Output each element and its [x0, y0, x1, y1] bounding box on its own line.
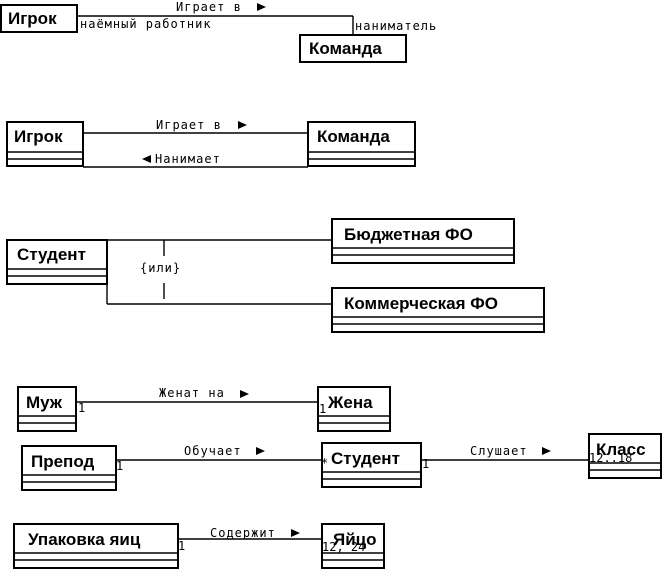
diagram-1: Игрок Команда Играет в наёмный работник …: [0, 0, 437, 63]
direction-right-icon: [238, 121, 247, 129]
multiplicity-husband: 1: [78, 401, 85, 415]
class-player[interactable]: [0, 4, 78, 33]
class-team-name: Команда: [309, 39, 382, 58]
association-label-hires: Нанимает: [155, 152, 221, 166]
class-player-name: Игрок: [8, 9, 57, 28]
class-team[interactable]: [299, 34, 407, 63]
multiplicity-student-right: 1: [422, 457, 429, 471]
diagram-5: Препод Студент Класс Обучает Слушает 1 *…: [21, 433, 662, 491]
association-label-teaches: Обучает: [184, 444, 242, 458]
class-wife-name: Жена: [327, 393, 373, 412]
direction-right-icon: [257, 3, 266, 11]
direction-right-icon: [240, 390, 249, 398]
multiplicity-student-left: *: [321, 456, 328, 470]
multiplicity-class: 12..18: [589, 451, 632, 465]
class-student-name: Студент: [331, 449, 400, 468]
diagram-4: Муж Жена Женат на 1 1: [17, 386, 391, 432]
class-husband-name: Муж: [26, 393, 63, 412]
multiplicity-wife: 1: [319, 402, 326, 416]
multiplicity-pack: 1: [178, 539, 185, 553]
class-team-name: Команда: [317, 127, 390, 146]
diagram-6: Упаковка яиц Яйцо Содержит 1 12, 24: [13, 523, 385, 569]
role-label-employer: наниматель: [355, 19, 437, 33]
role-label-employee: наёмный работник: [80, 17, 212, 31]
class-student-name: Студент: [17, 245, 86, 264]
direction-right-icon: [256, 447, 265, 455]
constraint-label: {или}: [140, 261, 181, 275]
direction-right-icon: [291, 529, 300, 537]
association-label: Женат на: [159, 386, 225, 400]
diagram-2: Игрок Команда Играет в Нанимает: [6, 118, 416, 168]
diagram-3: {или} Студент Бюджетная ФО Коммерческая …: [6, 218, 545, 333]
class-class-name: Класс: [596, 440, 646, 459]
multiplicity-teacher: 1: [116, 459, 123, 473]
association-label: Содержит: [210, 526, 276, 540]
class-egg-name: Яйцо: [333, 530, 377, 549]
association-label-listens: Слушает: [470, 444, 528, 458]
class-budget-name: Бюджетная ФО: [344, 225, 473, 244]
class-commercial-name: Коммерческая ФО: [344, 294, 498, 313]
class-player-name: Игрок: [14, 127, 63, 146]
association-label: Играет в: [176, 0, 242, 14]
direction-left-icon: [142, 155, 151, 163]
direction-right-icon: [542, 447, 551, 455]
association-label-plays: Играет в: [156, 118, 222, 132]
class-teacher-name: Препод: [31, 452, 94, 471]
multiplicity-egg: 12, 24: [322, 540, 365, 554]
class-egg-pack-name: Упаковка яиц: [28, 530, 141, 549]
